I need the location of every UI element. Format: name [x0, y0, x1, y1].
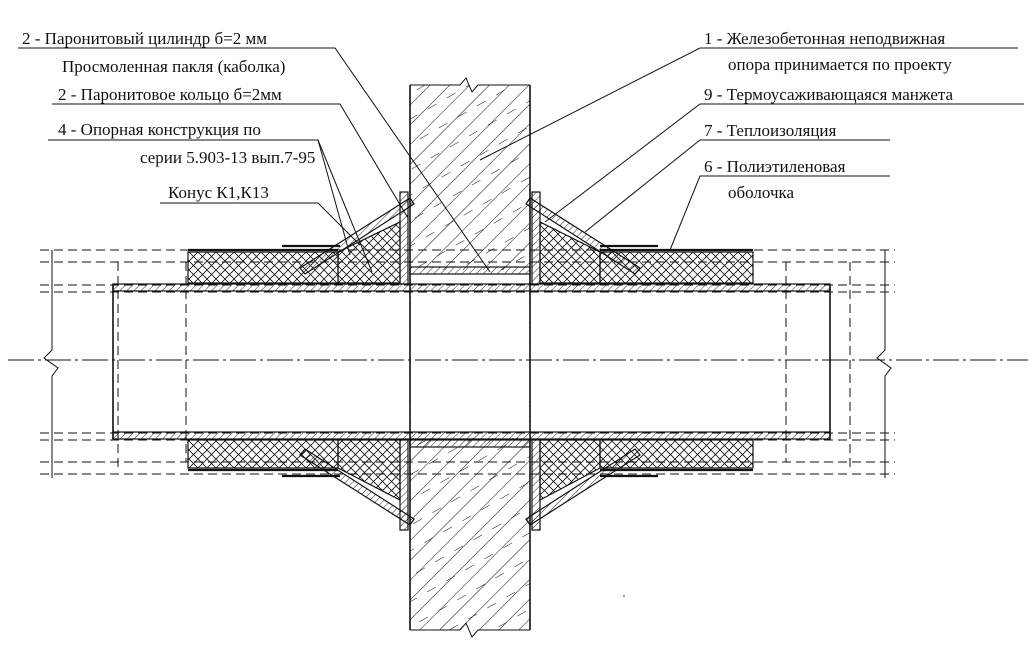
break-lines: [43, 250, 892, 478]
label-pe-shell-line1: 6 - Полиэтиленовая: [704, 157, 846, 176]
leader-lines: [18, 47, 1024, 273]
support-plates: [399, 191, 541, 531]
label-paronite-cylinder: 2 - Паронитовый цилиндр б=2 мм: [22, 29, 267, 48]
label-cone: Конус К1,К13: [168, 183, 269, 202]
insulation-top: [187, 221, 754, 284]
label-pe-shell-line2: оболочка: [728, 183, 795, 202]
insulation-bottom: [187, 439, 754, 501]
label-thermal-insulation: 7 - Теплоизоляция: [704, 121, 837, 140]
cone-bottom: [282, 448, 658, 526]
label-support-structure-line2: серии 5.903-13 вып.7-95: [140, 148, 315, 167]
label-heat-shrink-sleeve: 9 - Термоусаживающаяся манжета: [704, 85, 954, 104]
stray-dot: [623, 595, 625, 597]
label-rc-support-line1: 1 - Железобетонная неподвижная: [704, 29, 945, 48]
concrete-support-wall: [409, 77, 531, 638]
label-paronite-ring: 2 - Паронитовое кольцо б=2мм: [58, 85, 282, 104]
label-support-structure-line1: 4 - Опорная конструкция по: [58, 120, 261, 139]
label-tarred-tow: Просмоленная пакля (каболка): [62, 57, 285, 76]
label-rc-support-line2: опора принимается по проекту: [728, 55, 952, 74]
steel-pipe: [112, 283, 831, 440]
